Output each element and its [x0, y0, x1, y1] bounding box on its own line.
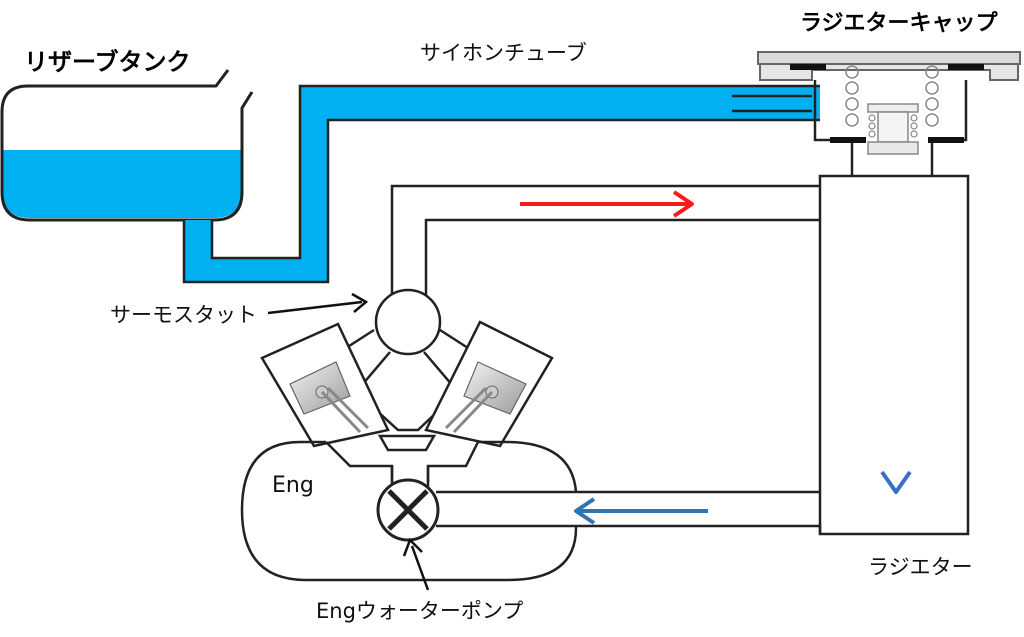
left-cylinder — [260, 322, 390, 448]
reserve-tank — [0, 69, 254, 222]
right-cylinder — [424, 320, 554, 448]
piston-icon — [289, 361, 370, 434]
siphon-tube — [182, 84, 820, 284]
water-pump-pointer — [402, 537, 430, 591]
engine — [240, 320, 578, 582]
thermostat-label: サーモスタット — [110, 303, 257, 327]
x-circle-icon — [376, 478, 440, 542]
thermostat — [374, 288, 442, 356]
upper-hose — [390, 184, 820, 298]
siphon-tube-outline-outer — [182, 118, 820, 284]
reserve-tank-label: リザーブタンク — [24, 48, 191, 76]
arrow-down-gradient-icon — [880, 206, 912, 494]
siphon-tube-fill — [184, 86, 820, 282]
water-pump-label: Engウォーターポンプ — [316, 599, 523, 623]
siphon-tube-label: サイホンチューブ — [420, 41, 587, 65]
arrow-right-icon — [520, 190, 694, 218]
radiator-cap-label: ラジエターキャップ — [800, 11, 999, 36]
engine-label: Eng — [272, 473, 314, 498]
radiator-label: ラジエター — [868, 555, 973, 579]
radiator — [818, 174, 970, 536]
radiator-cap — [757, 51, 1021, 178]
siphon-tube-outline-inner — [210, 84, 820, 260]
piston-icon — [444, 361, 527, 434]
lower-hose — [436, 490, 820, 528]
reserve-tank-coolant — [2, 150, 242, 218]
arrow-left-icon — [574, 497, 708, 525]
thermostat-pointer — [267, 292, 369, 315]
reserve-tank-outline — [0, 69, 254, 222]
